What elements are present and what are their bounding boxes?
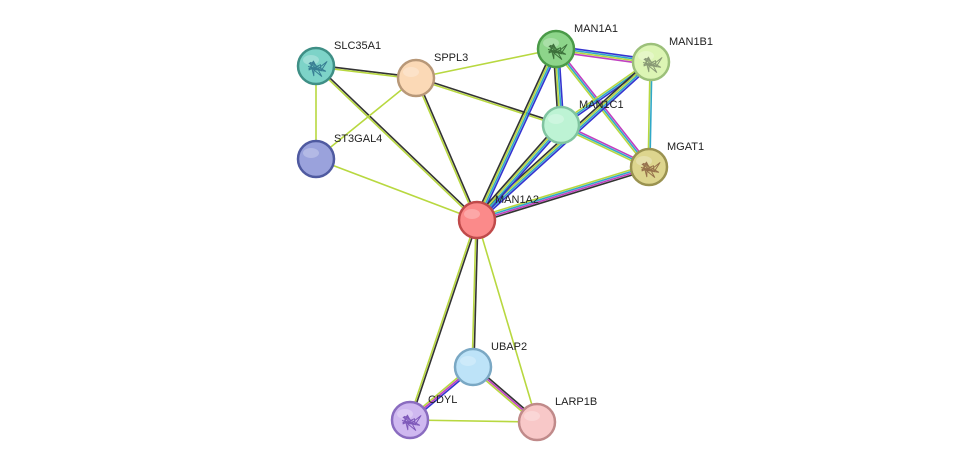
- edge-sppl3-man1c1: [414, 76, 563, 127]
- edge-man1a2-larp1b: [476, 219, 538, 423]
- edge-strand: [315, 158, 478, 221]
- edge-man1a1-man1a2: [473, 47, 560, 222]
- edge-strand: [410, 219, 479, 422]
- node-label: MAN1C1: [579, 99, 624, 111]
- edge-strand: [478, 49, 560, 222]
- node-man1a2[interactable]: MAN1A2: [457, 194, 539, 240]
- edge-strand: [415, 76, 563, 125]
- node-highlight: [548, 114, 564, 124]
- edge-man1a2-ubap2: [471, 219, 479, 368]
- edge-sppl3-st3gal4: [315, 77, 417, 160]
- node-highlight: [636, 156, 652, 166]
- node-label: MAN1B1: [669, 36, 713, 48]
- edge-strand: [416, 76, 479, 221]
- node-ubap2[interactable]: UBAP2: [453, 341, 527, 387]
- node-highlight: [543, 38, 559, 48]
- edge-man1a2-cdyl: [408, 218, 479, 422]
- node-man1b1[interactable]: MAN1B1: [631, 36, 713, 82]
- node-label: MGAT1: [667, 141, 704, 153]
- node-circle[interactable]: [453, 347, 493, 387]
- protein-structure-icon: [401, 414, 422, 431]
- node-highlight: [397, 409, 413, 419]
- node-label: UBAP2: [491, 341, 527, 353]
- edge-strand: [471, 219, 477, 368]
- node-highlight: [403, 67, 419, 77]
- node-label: SLC35A1: [334, 40, 381, 52]
- edge-strand: [409, 419, 538, 423]
- node-label: SPPL3: [434, 52, 468, 64]
- protein-structure-icon: [640, 161, 661, 178]
- edge-man1c1-man1a2: [474, 122, 564, 223]
- edge-mgat1-man1a2: [475, 163, 651, 224]
- node-slc35a1[interactable]: SLC35A1: [296, 40, 381, 86]
- edge-st3gal4-man1a2: [315, 158, 478, 221]
- node-highlight: [460, 356, 476, 366]
- edge-strand: [315, 64, 479, 221]
- edge-strand: [476, 167, 651, 222]
- node-sppl3[interactable]: SPPL3: [396, 52, 468, 98]
- node-label: MAN1A1: [574, 23, 618, 35]
- node-highlight: [303, 55, 319, 65]
- node-man1c1[interactable]: MAN1C1: [541, 99, 624, 145]
- node-st3gal4[interactable]: ST3GAL4: [296, 133, 382, 179]
- edge-strand: [476, 168, 651, 224]
- edge-slc35a1-man1a2: [314, 64, 479, 222]
- edge-strand: [314, 65, 478, 222]
- node-label: CDYL: [428, 394, 457, 406]
- edge-strand: [476, 124, 563, 222]
- node-mgat1[interactable]: MGAT1: [629, 141, 704, 187]
- node-circle[interactable]: [457, 200, 497, 240]
- edge-strand: [473, 219, 479, 368]
- edge-strand: [474, 122, 560, 220]
- edge-sppl3-man1a1: [415, 48, 557, 79]
- edge-strand: [475, 163, 650, 219]
- node-circle[interactable]: [541, 105, 581, 145]
- node-label: LARP1B: [555, 396, 597, 408]
- protein-structure-icon: [547, 43, 568, 60]
- edge-strand: [476, 219, 538, 423]
- edge-cdyl-larp1b: [409, 419, 538, 423]
- node-man1a1[interactable]: MAN1A1: [536, 23, 618, 69]
- edge-strand: [475, 123, 562, 221]
- protein-structure-icon: [642, 56, 663, 73]
- node-cdyl[interactable]: CDYL: [390, 394, 457, 440]
- protein-structure-icon: [307, 60, 328, 77]
- edge-strand: [477, 48, 558, 222]
- edge-strand: [414, 78, 562, 127]
- edge-strand: [478, 125, 564, 223]
- node-circle[interactable]: [396, 58, 436, 98]
- node-highlight: [524, 411, 540, 421]
- edge-strand: [415, 48, 557, 79]
- edge-strand: [475, 165, 650, 220]
- node-highlight: [303, 148, 319, 158]
- edge-strand: [475, 47, 556, 221]
- edge-strand: [315, 77, 417, 160]
- node-label: MAN1A2: [495, 194, 539, 206]
- node-highlight: [464, 209, 480, 219]
- node-highlight: [638, 51, 654, 61]
- node-larp1b[interactable]: LARP1B: [517, 396, 597, 442]
- node-circle[interactable]: [296, 139, 336, 179]
- node-circle[interactable]: [517, 402, 557, 442]
- edge-strand: [414, 77, 477, 222]
- edge-strand: [473, 47, 555, 220]
- node-label: ST3GAL4: [334, 133, 382, 145]
- edge-strand: [408, 218, 477, 421]
- edge-sppl3-man1a2: [414, 76, 479, 222]
